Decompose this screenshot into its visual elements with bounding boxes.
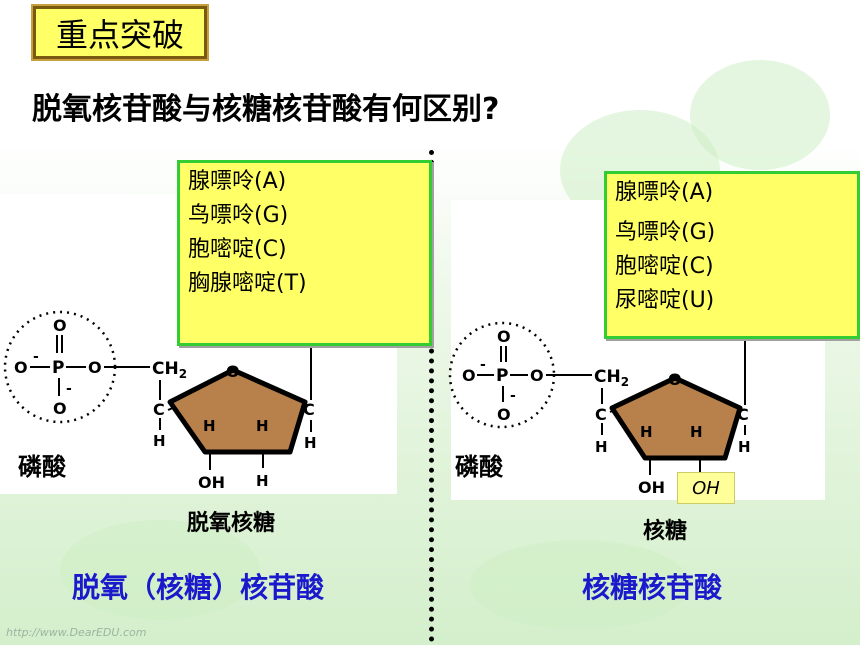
ribonucleotide-name: 核糖核苷酸 (582, 571, 723, 604)
base-item: 鸟嘌呤(G) (188, 203, 289, 228)
ribose-label: 核糖 (643, 519, 688, 544)
sugar-ring (609, 375, 743, 461)
background-blob (470, 540, 690, 630)
hydrogen-2: H (256, 472, 269, 490)
hydrogen: H (640, 423, 653, 441)
phosphate-o-bottom: O (53, 399, 67, 418)
hydrogen: H (256, 417, 269, 435)
base-item: 腺嘌呤(A) (615, 180, 714, 205)
dotted-divider (429, 150, 434, 642)
base-item: 胸腺嘧啶(T) (188, 271, 307, 296)
minus-sign: - (66, 381, 72, 397)
ribose-nucleotide-structure: O O - P O - O CH2 C H O H H C H OH (448, 321, 751, 497)
base-item: 胞嘧啶(C) (188, 237, 287, 262)
phosphorus: P (496, 366, 508, 386)
phosphate-o-link: O (88, 358, 102, 377)
background-blob (60, 520, 260, 620)
phosphate-label: 磷酸 (18, 453, 66, 481)
sugar-ring (167, 367, 308, 455)
hydrogen: H (203, 417, 216, 435)
minus-sign: - (33, 349, 39, 365)
question-heading: 脱氧核苷酸与核糖核苷酸有何区别? (32, 92, 500, 127)
hydroxyl-3: OH (198, 473, 225, 492)
phosphate-o-bottom: O (497, 405, 511, 424)
deoxyribonucleotide-name: 脱氧（核糖）核苷酸 (72, 571, 325, 604)
phosphate-o-link: O (530, 366, 544, 385)
minus-sign: - (510, 388, 516, 404)
section-title: 重点突破 (31, 4, 209, 61)
carbon-5: C (595, 405, 607, 424)
oh-highlight-label: OH (677, 472, 735, 504)
phosphate-o-minus: O (462, 366, 476, 385)
minus-sign: - (480, 357, 486, 373)
ch2-group: CH2 (594, 367, 629, 389)
deoxyribose-label: 脱氧核糖 (187, 511, 276, 536)
phosphate-label: 磷酸 (455, 453, 503, 481)
section-title-text: 重点突破 (55, 15, 184, 54)
base-item: 尿嘧啶(U) (615, 288, 715, 313)
dna-bases-box: 腺嘌呤(A) 鸟嘌呤(G) 胞嘧啶(C) 胸腺嘧啶(T) (177, 160, 432, 346)
base-item: 腺嘌呤(A) (188, 169, 287, 194)
rna-bases-box: 腺嘌呤(A) 鸟嘌呤(G) 胞嘧啶(C) 尿嘧啶(U) (604, 171, 860, 339)
carbon-1: C (303, 400, 315, 419)
base-item: 鸟嘌呤(G) (615, 220, 716, 245)
phosphate-o-top: O (53, 316, 67, 335)
hydrogen: H (153, 432, 166, 450)
phosphorus: P (52, 358, 64, 378)
watermark: http://www.DearEDU.com (6, 626, 147, 639)
carbon-1: C (737, 405, 749, 424)
ring-oxygen: O (226, 362, 240, 381)
phosphate-o-top: O (497, 327, 511, 346)
hydrogen: H (304, 434, 317, 452)
hydrogen: H (690, 423, 703, 441)
deoxyribose-nucleotide-structure: O O - P O - O CH2 C H O H H C H OH H (3, 310, 317, 492)
ring-oxygen: O (668, 370, 682, 389)
hydroxyl-3: OH (638, 478, 665, 497)
hydrogen: H (738, 438, 751, 456)
phosphate-o-minus: O (14, 358, 28, 377)
carbon-5: C (153, 400, 165, 419)
hydrogen: H (595, 438, 608, 456)
background-blob (690, 60, 830, 170)
base-item: 胞嘧啶(C) (615, 254, 714, 279)
ch2-group: CH2 (152, 359, 187, 381)
